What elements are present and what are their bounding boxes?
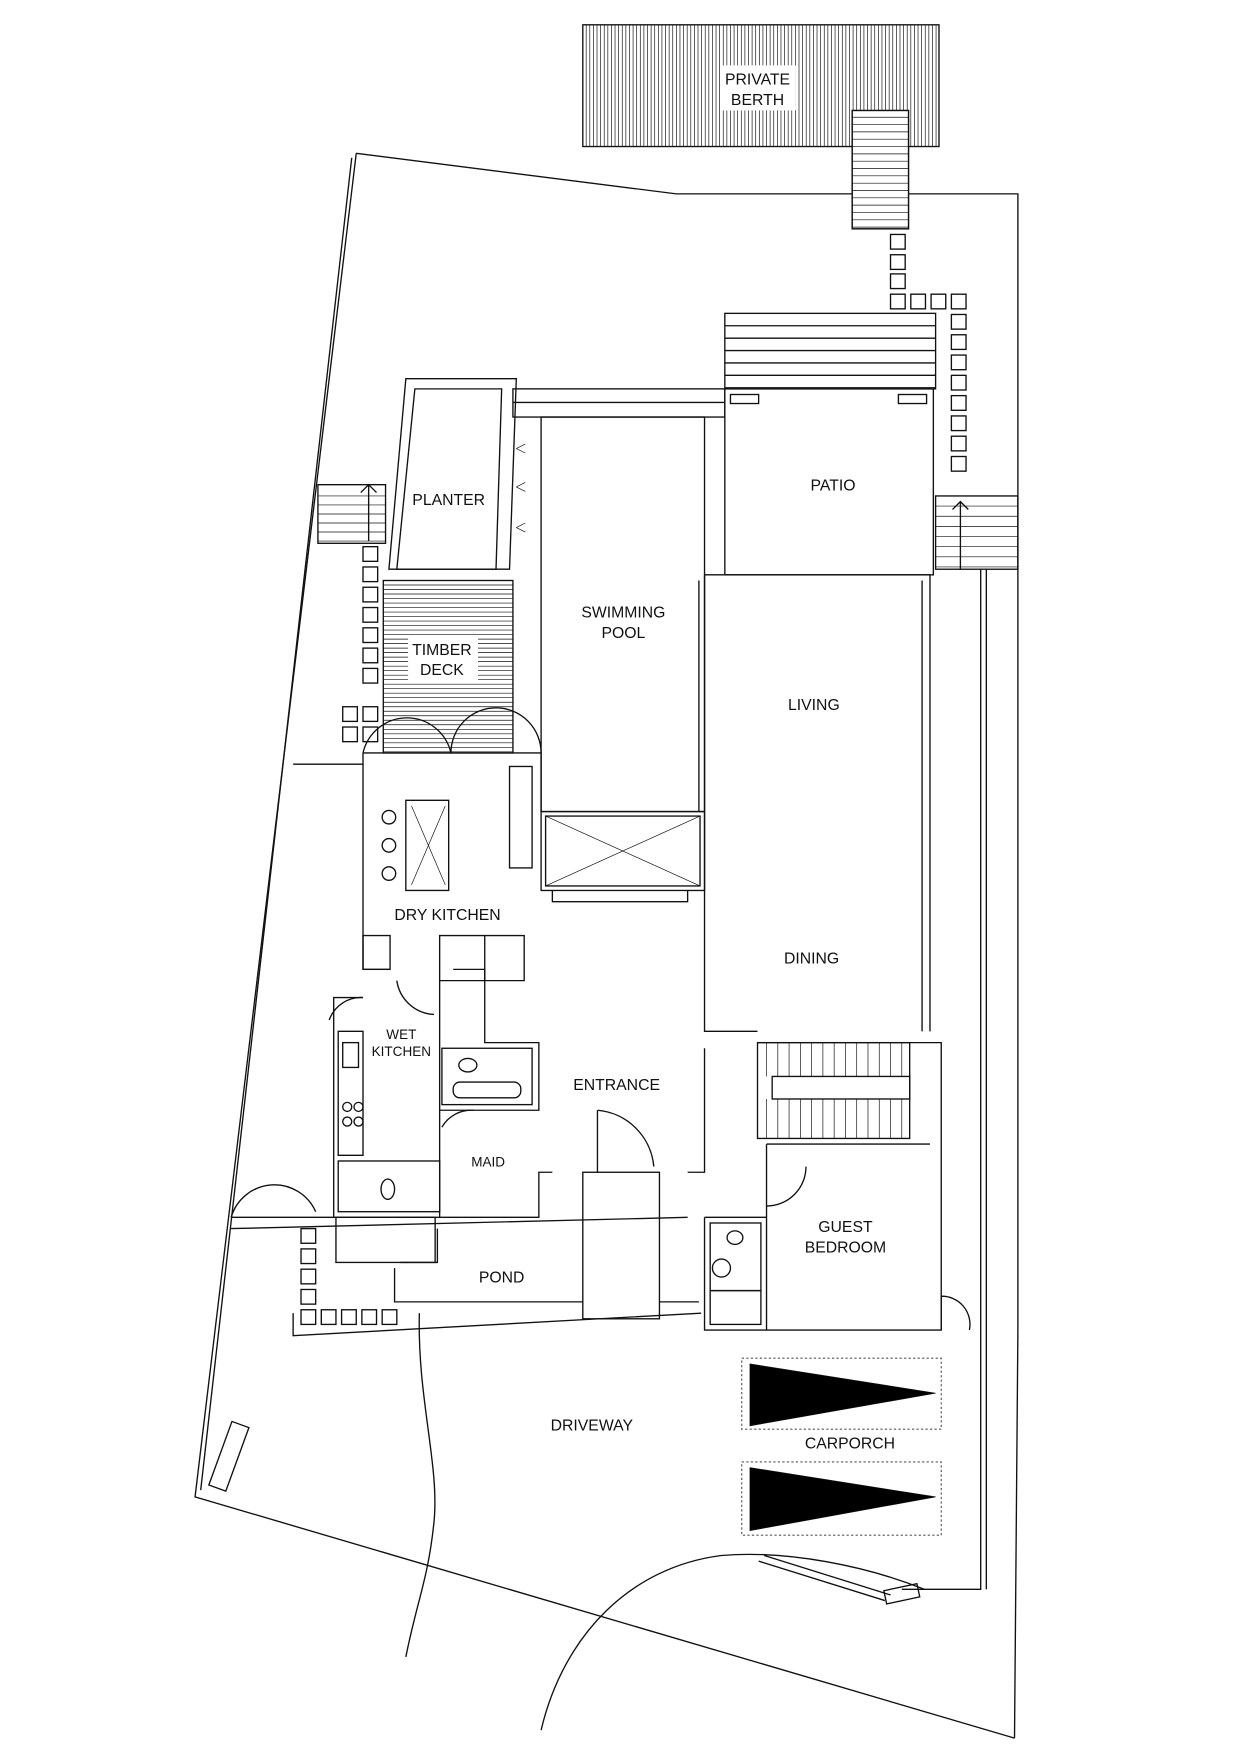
planter [388,378,518,570]
planter-label: PLANTER [412,492,485,509]
stepping-stone [362,546,379,563]
guest-label-2: BEDROOM [805,1239,886,1256]
timber-deck: TIMBER DECK [382,579,514,754]
stepping-stone [300,1309,317,1326]
stepping-stone [950,374,967,391]
stepping-stone [300,1248,317,1265]
stepping-stone [362,706,379,723]
stepping-stone [950,435,967,452]
stepping-stone [320,1309,337,1326]
stepping-stone [889,233,906,250]
house-walls [231,574,942,1331]
stepping-stone [950,293,967,310]
berth-label-1: PRIVATE [725,72,790,89]
stepping-stone [362,667,379,684]
wet-kitchen-label-2: KITCHEN [372,1044,431,1059]
pool-void [540,810,706,903]
stepping-stone [950,455,967,472]
private-berth: PRIVATE BERTH [582,24,940,148]
pool-label-2: POOL [601,625,645,642]
stepping-stone [342,726,359,743]
patio-label: PATIO [811,477,856,494]
side-steps-right [934,495,1019,570]
stepping-stone [340,1309,357,1326]
guest-label-1: GUEST [818,1219,873,1236]
driveway-label: DRIVEWAY [551,1417,634,1434]
stepping-stone [950,415,967,432]
pond-label: POND [479,1270,525,1287]
site-boundary [194,152,1019,1739]
stepping-stone [910,293,927,310]
stepping-stone [889,293,906,310]
stepping-stone [362,627,379,644]
wet-kitchen-label-1: WET [386,1027,416,1042]
stepping-stone [300,1288,317,1305]
entrance-label: ENTRANCE [573,1077,660,1094]
stepping-stone [889,273,906,290]
stepping-stone [361,1309,378,1326]
maid-label: MAID [471,1155,505,1170]
stepping-stone [362,566,379,583]
dry-kitchen-label: DRY KITCHEN [394,907,500,924]
stepping-stone [362,647,379,664]
stepping-stone [300,1268,317,1285]
stepping-stone [950,313,967,330]
stepping-stone [342,706,359,723]
stepping-stone [889,254,906,271]
stepping-stones [300,233,967,1326]
stepping-stone [362,606,379,623]
staircase [756,1041,911,1140]
stepping-stone [381,1309,398,1326]
car-bays [741,1357,942,1536]
pool-label-1: SWIMMING [581,605,665,622]
berth-label-2: BERTH [731,92,784,109]
stepping-stone [362,586,379,603]
dining-label: DINING [784,951,839,968]
gangway-stairs [851,109,910,230]
deck-label-1: TIMBER [412,642,472,659]
patio-steps [724,312,937,390]
deck-label-2: DECK [420,662,464,679]
entrance-bridge [582,1171,661,1320]
side-steps-left [317,483,387,544]
stepping-stone [930,293,947,310]
living-label: LIVING [788,697,840,714]
stepping-stone [950,334,967,351]
stepping-stone [950,354,967,371]
stepping-stone [300,1227,317,1244]
stepping-stone [362,726,379,743]
carporch-label: CARPORCH [805,1435,895,1452]
stepping-stone [950,394,967,411]
